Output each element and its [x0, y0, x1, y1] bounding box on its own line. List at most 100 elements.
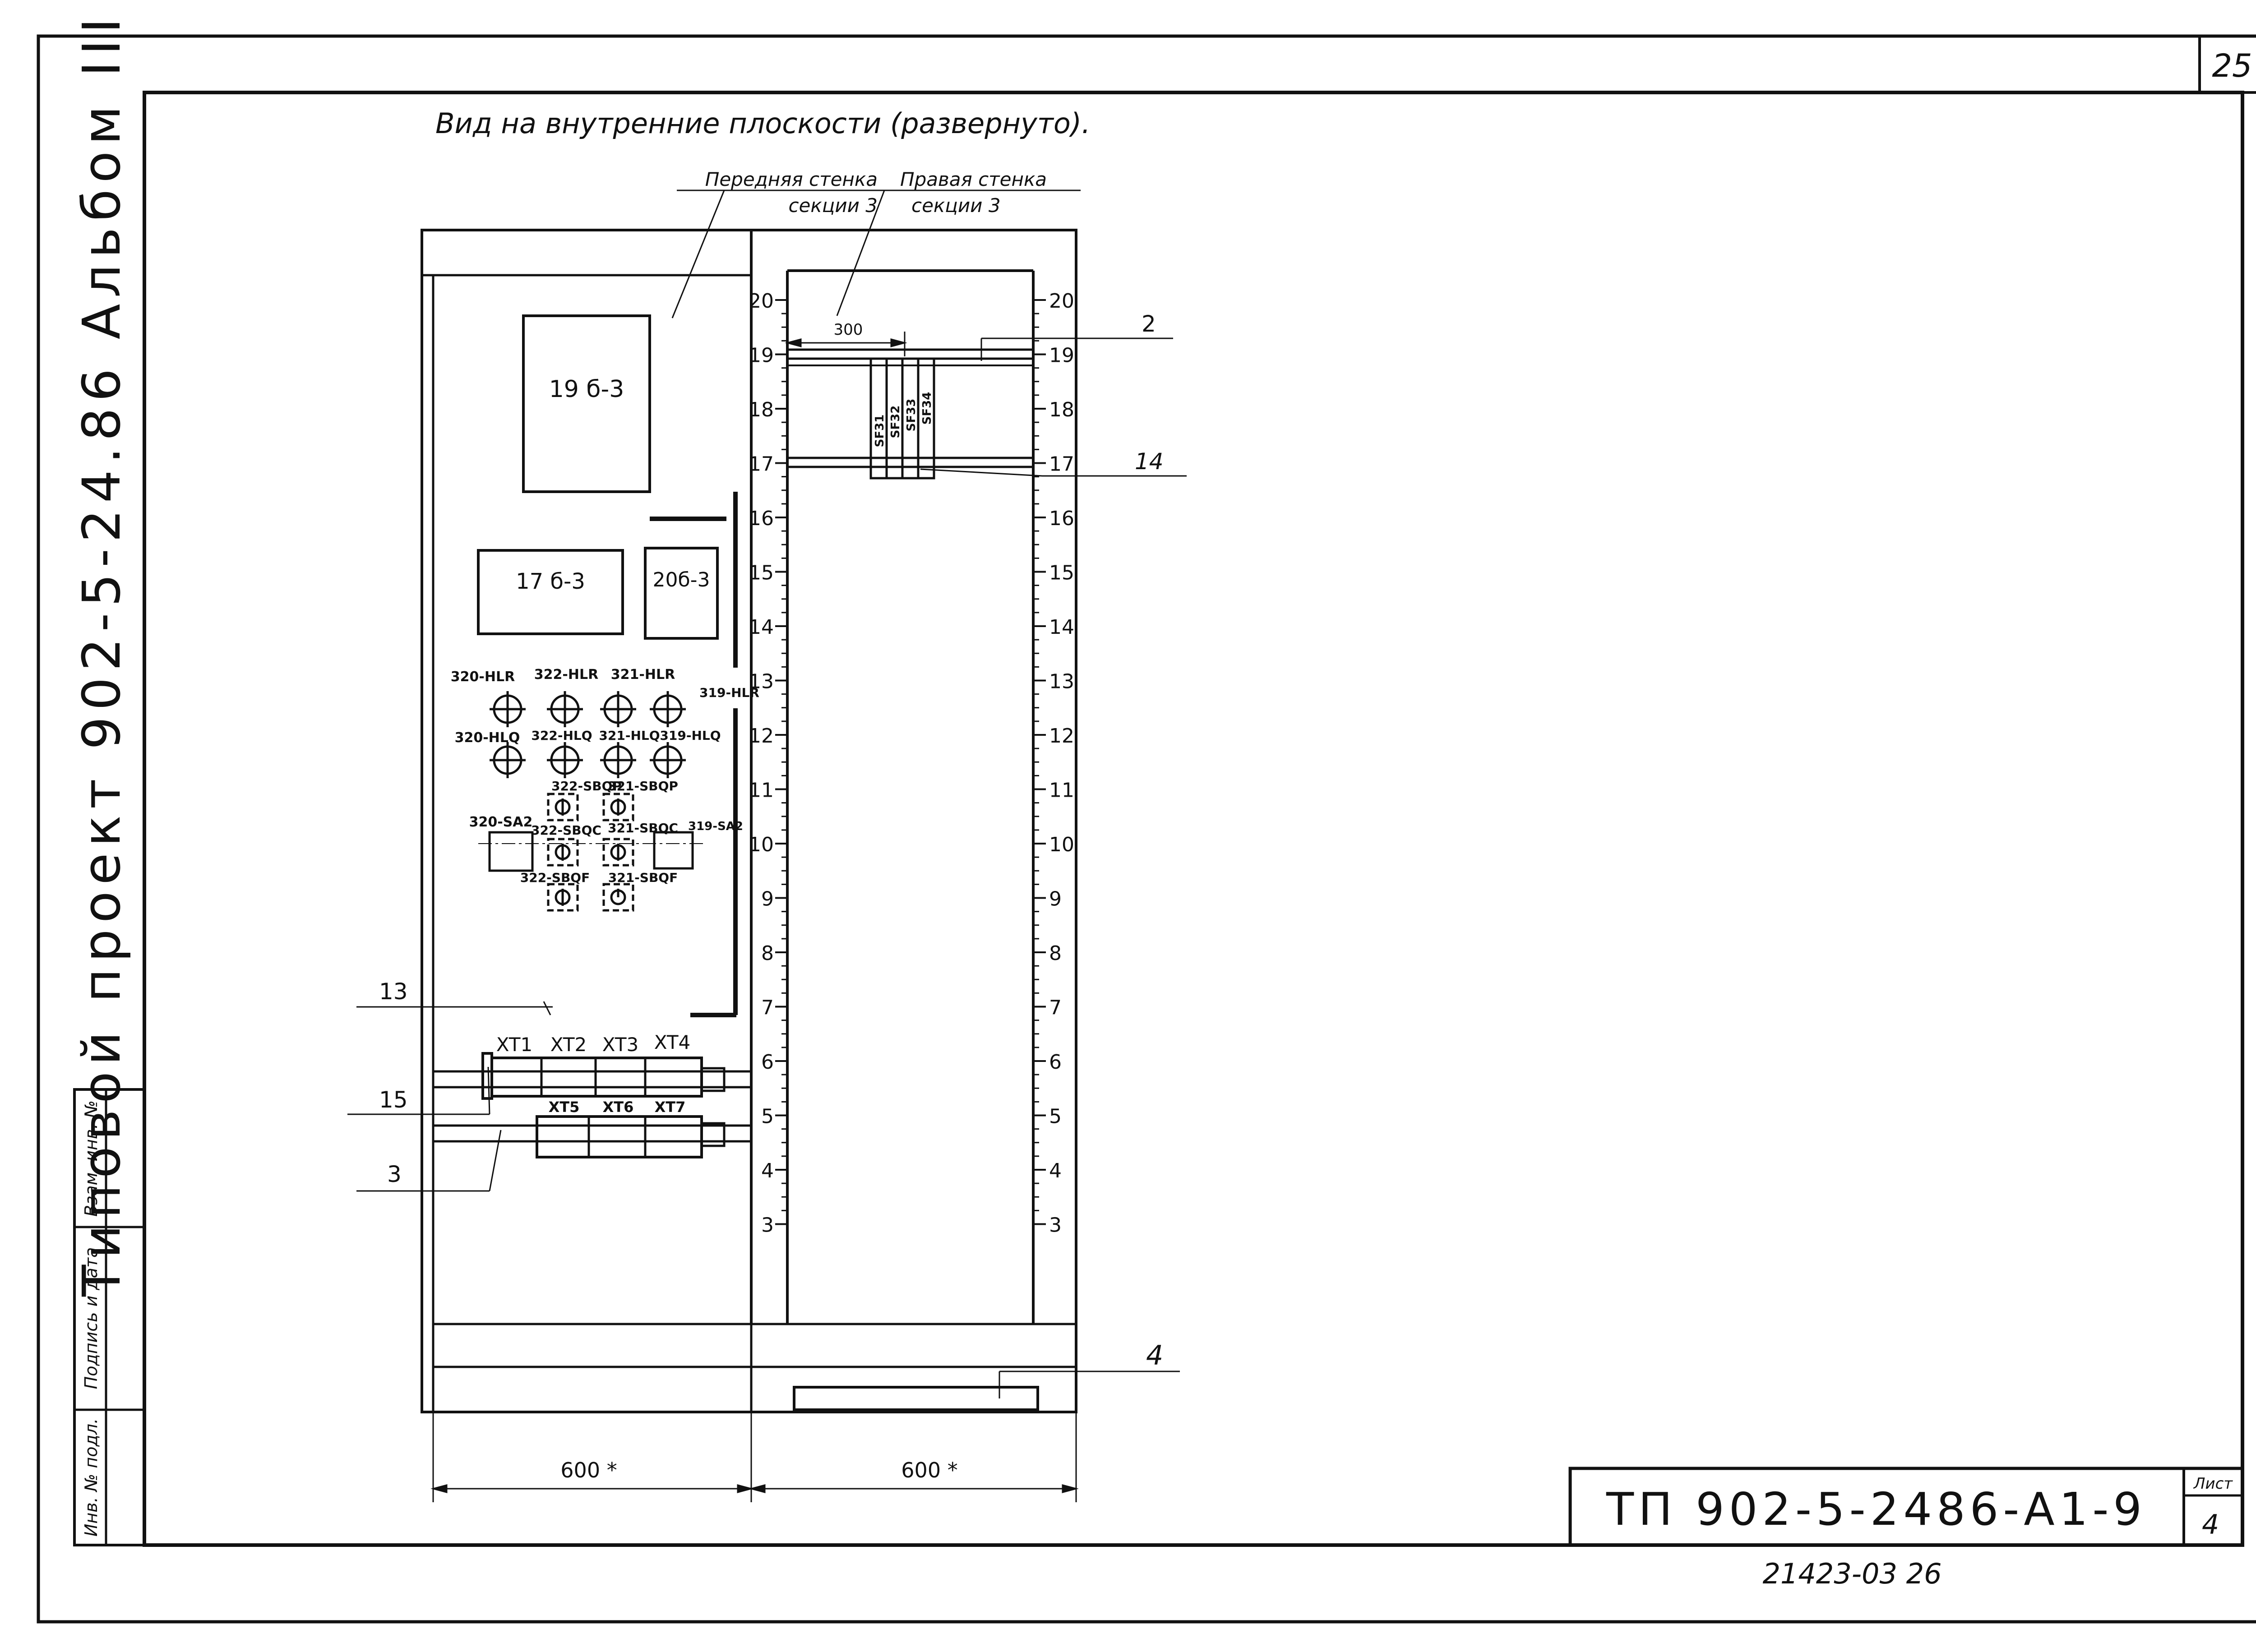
- callout-right-1: Правая стенка: [900, 168, 1047, 190]
- position-4: 4: [1146, 1340, 1163, 1371]
- leader-front: [671, 190, 725, 318]
- callout-right-2: секции 3: [911, 194, 1001, 217]
- lamp-label-321-hlr: 321-HLR: [611, 667, 675, 683]
- position-2: 2: [1142, 311, 1156, 337]
- scale-right-label: 11: [1049, 779, 1074, 802]
- box-20b3-label: 20б-3: [653, 568, 710, 591]
- inner-frame: [143, 91, 2244, 1547]
- button-label-322-sbqc: 322-SBQC: [531, 823, 601, 838]
- lamp-label-319-hlq: 319-HLQ: [660, 728, 721, 743]
- scale-left-label: 18: [749, 398, 774, 421]
- lamp-label-320-hlq: 320-HLQ: [455, 730, 520, 746]
- lamp-label-319-hlr: 319-HLR: [699, 685, 759, 700]
- scale-right-label: 5: [1049, 1105, 1062, 1128]
- breaker-sf31: SF31: [873, 415, 887, 448]
- scale-right-label: 4: [1049, 1159, 1062, 1182]
- callout-front-1: Передняя стенка: [705, 168, 878, 190]
- title-block: [1568, 1467, 2244, 1547]
- scale-right-label: 17: [1049, 453, 1074, 476]
- button-label-321-sbqf: 321-SBQF: [608, 870, 678, 885]
- scale-left-label: 12: [749, 724, 774, 748]
- switch-label-319-sa2: 319-SA2: [688, 820, 743, 833]
- switch-319-sa2: [653, 831, 694, 870]
- scale-left-label: 20: [749, 290, 774, 313]
- scale-right-label: 6: [1049, 1051, 1062, 1074]
- scale-left-label: 13: [749, 670, 774, 693]
- scale-left-label: 9: [761, 888, 774, 911]
- scale-left-label: 4: [761, 1159, 774, 1182]
- box-19b3: [522, 314, 651, 493]
- scale-left-label: 11: [749, 779, 774, 802]
- terminal-label-xt1: XT1: [496, 1034, 532, 1056]
- breaker-sf32: SF32: [889, 406, 902, 438]
- lamp-row-2: [490, 742, 686, 778]
- button-label-321-sbqc: 321-SBQC: [608, 821, 678, 835]
- scale-left-label: 3: [761, 1214, 774, 1237]
- buttons-p: [547, 793, 634, 821]
- box-20b3: [644, 547, 719, 640]
- sheet-label: Лист: [2193, 1475, 2233, 1493]
- scale-left-label: 17: [749, 453, 774, 476]
- corner-box: [2198, 35, 2256, 94]
- breaker-sf34: SF34: [920, 392, 934, 425]
- stamp-cell-2: Подпись и дата: [81, 1247, 101, 1389]
- box-19b3-label: 19 б-3: [549, 376, 624, 403]
- scale-right-label: 19: [1049, 344, 1074, 367]
- stamp-column: Взам. инв. № Подпись и дата Инв. № подл.: [73, 1088, 146, 1546]
- scale-right-label: 10: [1049, 833, 1074, 856]
- position-leaders: [347, 337, 1187, 1398]
- sheet-number: 4: [2202, 1509, 2219, 1541]
- designation: ТП 902-5-2486-А1-9: [1606, 1483, 2146, 1536]
- scale-right-label: 8: [1049, 942, 1062, 965]
- lamp-label-320-hlr: 320-HLR: [451, 669, 515, 685]
- right-wall-panel: [750, 230, 1077, 1412]
- terminal-row-2: [433, 1115, 751, 1158]
- dimension-300: 300: [834, 321, 863, 339]
- switch-label-320-sa2: 320-SA2: [469, 814, 533, 830]
- side-title: Типовой проект 902-5-24.86 Альбом III: [72, 12, 132, 1297]
- button-label-322-sbqp: 322-SBQP: [551, 779, 622, 794]
- terminal-label-xt3: XT3: [602, 1034, 638, 1056]
- archive-number: 21423-03 26: [1762, 1557, 1942, 1590]
- terminal-label-xt4: XT4: [654, 1031, 690, 1053]
- box-17b3-label: 17 б-3: [516, 569, 585, 594]
- position-14: 14: [1135, 448, 1164, 475]
- scale-right-label: 12: [1049, 724, 1074, 748]
- scale-left-label: 14: [749, 616, 774, 639]
- terminal-label-xt7: XT7: [655, 1098, 686, 1116]
- breaker-sf33: SF33: [905, 399, 918, 432]
- scale-right-label: 14: [1049, 616, 1074, 639]
- scale-right-label: 20: [1049, 290, 1074, 313]
- scale-left-label: 5: [761, 1105, 774, 1128]
- scale-left-label: 8: [761, 942, 774, 965]
- callout-front-2: секции 3: [788, 194, 878, 217]
- dimension-width-left: 600 *: [560, 1458, 617, 1482]
- stamp-cell-3: Инв. № подл.: [81, 1418, 101, 1537]
- scale-right-label: 15: [1049, 562, 1074, 585]
- lamp-label-322-hlr: 322-HLR: [534, 667, 598, 683]
- terminal-label-xt2: XT2: [550, 1034, 587, 1056]
- buttons-c: [547, 838, 634, 867]
- scale-right-label: 16: [1049, 507, 1074, 530]
- lamp-row-1: [490, 691, 686, 727]
- button-label-321-sbqp: 321-SBQP: [608, 779, 678, 794]
- buttons-f: [547, 883, 634, 912]
- scale-right-label: 3: [1049, 1214, 1062, 1237]
- sheet-corner-number: 25: [2212, 47, 2252, 84]
- drawing-title: Вид на внутренние плоскости (развернуто)…: [435, 107, 1091, 140]
- switch-320-sa2: [488, 831, 534, 872]
- dimension-300-line: [785, 332, 907, 356]
- scale-right-label: 9: [1049, 888, 1062, 911]
- width-dimensions: [430, 1412, 1079, 1502]
- stamp-cell-1: Взам. инв. №: [81, 1100, 101, 1217]
- scale-left-label: 7: [761, 997, 774, 1020]
- terminal-label-xt6: XT6: [603, 1098, 634, 1116]
- breaker-group: [869, 357, 935, 480]
- scale-left-label: 10: [749, 833, 774, 856]
- box-17b3: [477, 549, 624, 635]
- scale-left-label: 19: [749, 344, 774, 367]
- scale-right-label: 18: [1049, 398, 1074, 421]
